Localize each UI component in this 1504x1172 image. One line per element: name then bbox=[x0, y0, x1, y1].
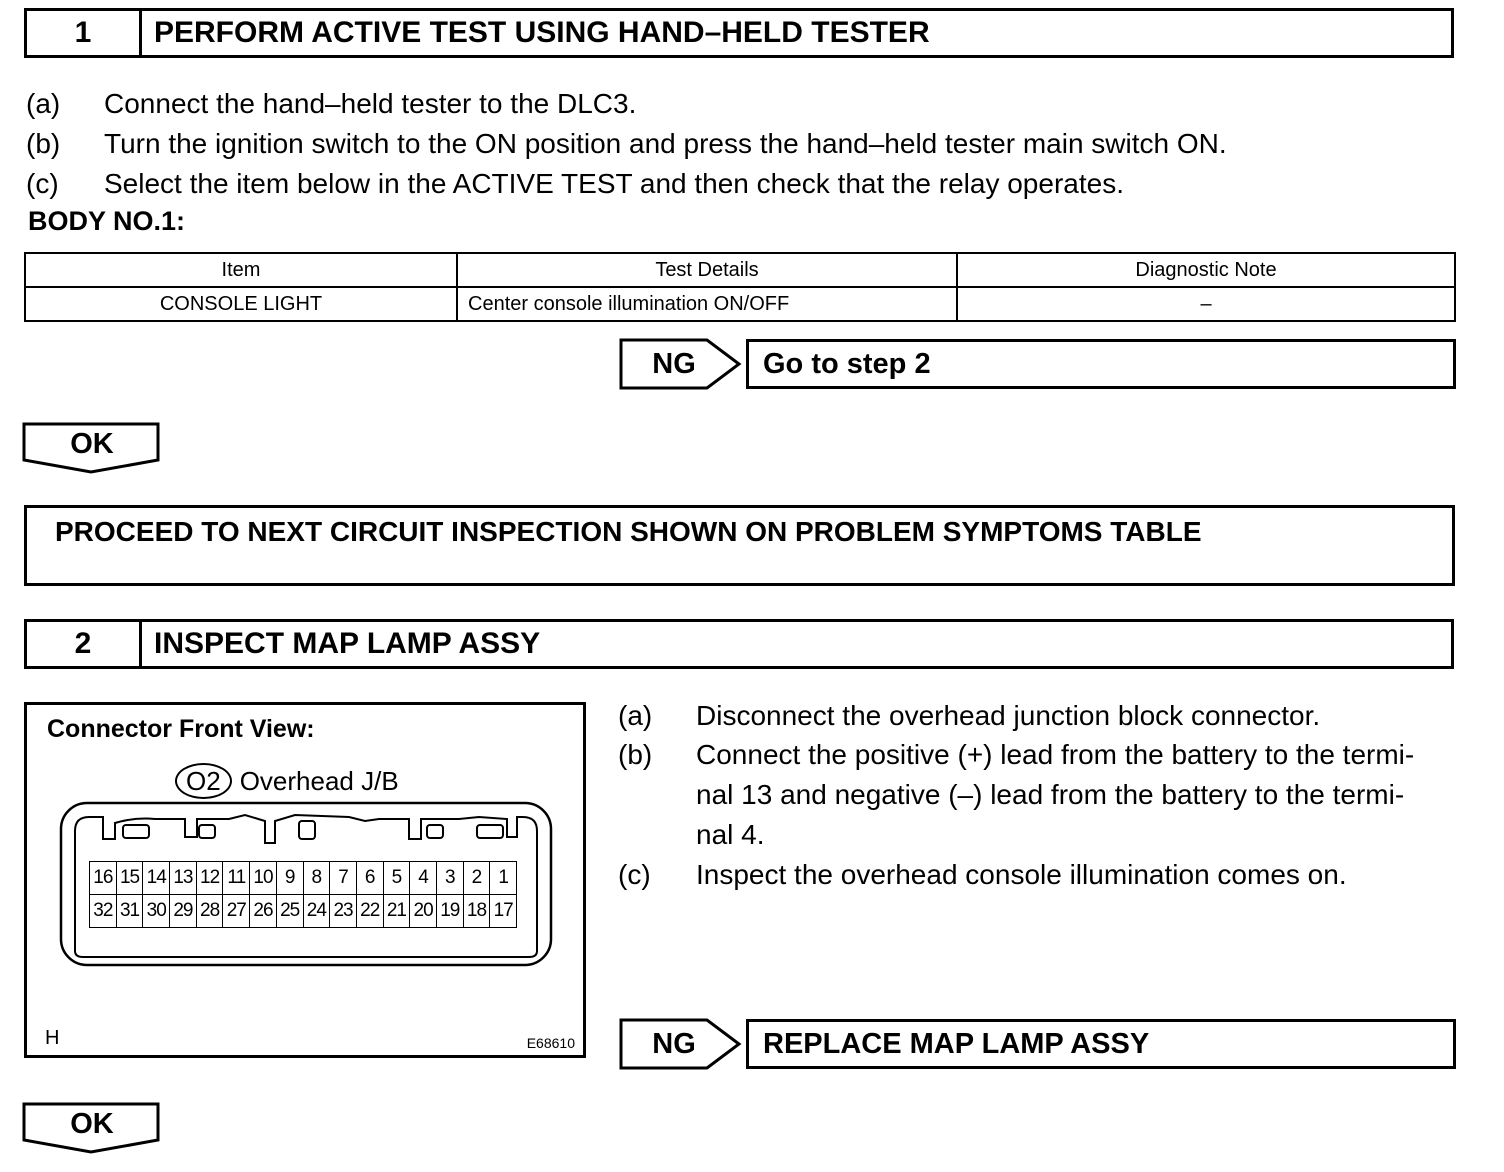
step-2-ok-label: OK bbox=[70, 1107, 114, 1140]
pin-15: 15 bbox=[115, 861, 144, 895]
connector-name: Overhead J/B bbox=[239, 765, 399, 796]
ng-arrow-icon bbox=[619, 338, 742, 390]
body-title: BODY NO.1: bbox=[28, 206, 186, 236]
connector-id: O2 bbox=[175, 763, 232, 799]
pin-22: 22 bbox=[355, 894, 384, 928]
step-2-title: INSPECT MAP LAMP ASSY bbox=[154, 627, 541, 660]
pin-26: 26 bbox=[249, 894, 277, 928]
step-1-ng-label: NG bbox=[652, 347, 696, 380]
connector-figure: Connector Front View: O2 Overhead J/B 16… bbox=[24, 702, 586, 1058]
pin-25: 25 bbox=[275, 894, 304, 928]
pin-8: 8 bbox=[302, 861, 331, 895]
pin-18: 18 bbox=[462, 894, 491, 928]
connector-pin-table: 16 15 14 13 12 11 10 9 8 7 6 5 4 3 2 1 3… bbox=[89, 861, 517, 928]
proceed-box: PROCEED TO NEXT CIRCUIT INSPECTION SHOWN… bbox=[24, 505, 1455, 586]
pin-31: 31 bbox=[115, 894, 144, 928]
step-1-instruction-a: (a) Connect the hand–held tester to the … bbox=[26, 88, 637, 119]
step-2-ng-label: NG bbox=[652, 1027, 696, 1060]
pin-5: 5 bbox=[382, 861, 411, 895]
pin-11: 11 bbox=[222, 861, 251, 895]
ok-arrow-icon bbox=[22, 422, 160, 474]
figure-corner-label: H bbox=[45, 1027, 60, 1049]
table-header-row: Item Test Details Diagnostic Note bbox=[24, 252, 1456, 288]
step-2-instruction-a: (a) Disconnect the overhead junction blo… bbox=[618, 700, 1321, 731]
pin-14: 14 bbox=[142, 861, 171, 895]
step-1-number: 1 bbox=[27, 11, 142, 55]
pin-13: 13 bbox=[169, 861, 197, 895]
pin-2: 2 bbox=[462, 861, 491, 895]
pin-6: 6 bbox=[355, 861, 384, 895]
pin-row-top: 16 15 14 13 12 11 10 9 8 7 6 5 4 3 2 1 bbox=[89, 861, 517, 895]
table-row: CONSOLE LIGHT Center console illuminatio… bbox=[24, 286, 1456, 322]
pin-7: 7 bbox=[329, 861, 357, 895]
pin-12: 12 bbox=[195, 861, 224, 895]
pin-28: 28 bbox=[195, 894, 224, 928]
step-2-number: 2 bbox=[27, 622, 142, 666]
pin-19: 19 bbox=[435, 894, 464, 928]
pin-20: 20 bbox=[409, 894, 437, 928]
table-cell-test-details: Center console illumination ON/OFF bbox=[456, 286, 958, 322]
pin-27: 27 bbox=[222, 894, 251, 928]
table-header-test-details: Test Details bbox=[456, 252, 958, 288]
pin-row-bottom: 32 31 30 29 28 27 26 25 24 23 22 21 20 1… bbox=[89, 894, 517, 928]
pin-17: 17 bbox=[489, 894, 517, 928]
pin-24: 24 bbox=[302, 894, 331, 928]
step-1-instruction-b: (b) Turn the ignition switch to the ON p… bbox=[26, 128, 1227, 159]
pin-16: 16 bbox=[89, 861, 117, 895]
table-header-item: Item bbox=[24, 252, 458, 288]
pin-1: 1 bbox=[489, 861, 517, 895]
table-header-diagnostic-note: Diagnostic Note bbox=[956, 252, 1456, 288]
table-cell-diagnostic-note: – bbox=[956, 286, 1456, 322]
pin-3: 3 bbox=[435, 861, 464, 895]
pin-21: 21 bbox=[382, 894, 411, 928]
connector-label: O2 Overhead J/B bbox=[175, 763, 399, 799]
table-cell-item: CONSOLE LIGHT bbox=[24, 286, 458, 322]
step-2-header: 2 INSPECT MAP LAMP ASSY bbox=[24, 619, 1454, 669]
step-1-title: PERFORM ACTIVE TEST USING HAND–HELD TEST… bbox=[154, 16, 930, 49]
step-2-ng-result: REPLACE MAP LAMP ASSY bbox=[746, 1019, 1456, 1069]
pin-29: 29 bbox=[169, 894, 197, 928]
connector-outline-icon bbox=[59, 801, 553, 967]
step-2-instruction-b: (b) Connect the positive (+) lead from t… bbox=[618, 739, 1415, 850]
pin-10: 10 bbox=[249, 861, 277, 895]
figure-code: E68610 bbox=[526, 1035, 575, 1051]
step-1-ng-result: Go to step 2 bbox=[746, 339, 1456, 389]
step-2-instruction-c: (c) Inspect the overhead console illumin… bbox=[618, 859, 1347, 890]
step-1-instruction-c: (c) Select the item below in the ACTIVE … bbox=[26, 168, 1124, 199]
pin-23: 23 bbox=[329, 894, 357, 928]
ok-arrow-icon bbox=[22, 1102, 160, 1154]
step-1-ok-label: OK bbox=[70, 427, 114, 460]
step-1-header: 1 PERFORM ACTIVE TEST USING HAND–HELD TE… bbox=[24, 8, 1454, 58]
pin-30: 30 bbox=[142, 894, 171, 928]
active-test-table: Item Test Details Diagnostic Note CONSOL… bbox=[24, 252, 1456, 322]
pin-9: 9 bbox=[275, 861, 304, 895]
figure-title: Connector Front View: bbox=[47, 715, 315, 743]
ng-arrow-icon bbox=[619, 1018, 742, 1070]
pin-32: 32 bbox=[89, 894, 117, 928]
pin-4: 4 bbox=[409, 861, 437, 895]
